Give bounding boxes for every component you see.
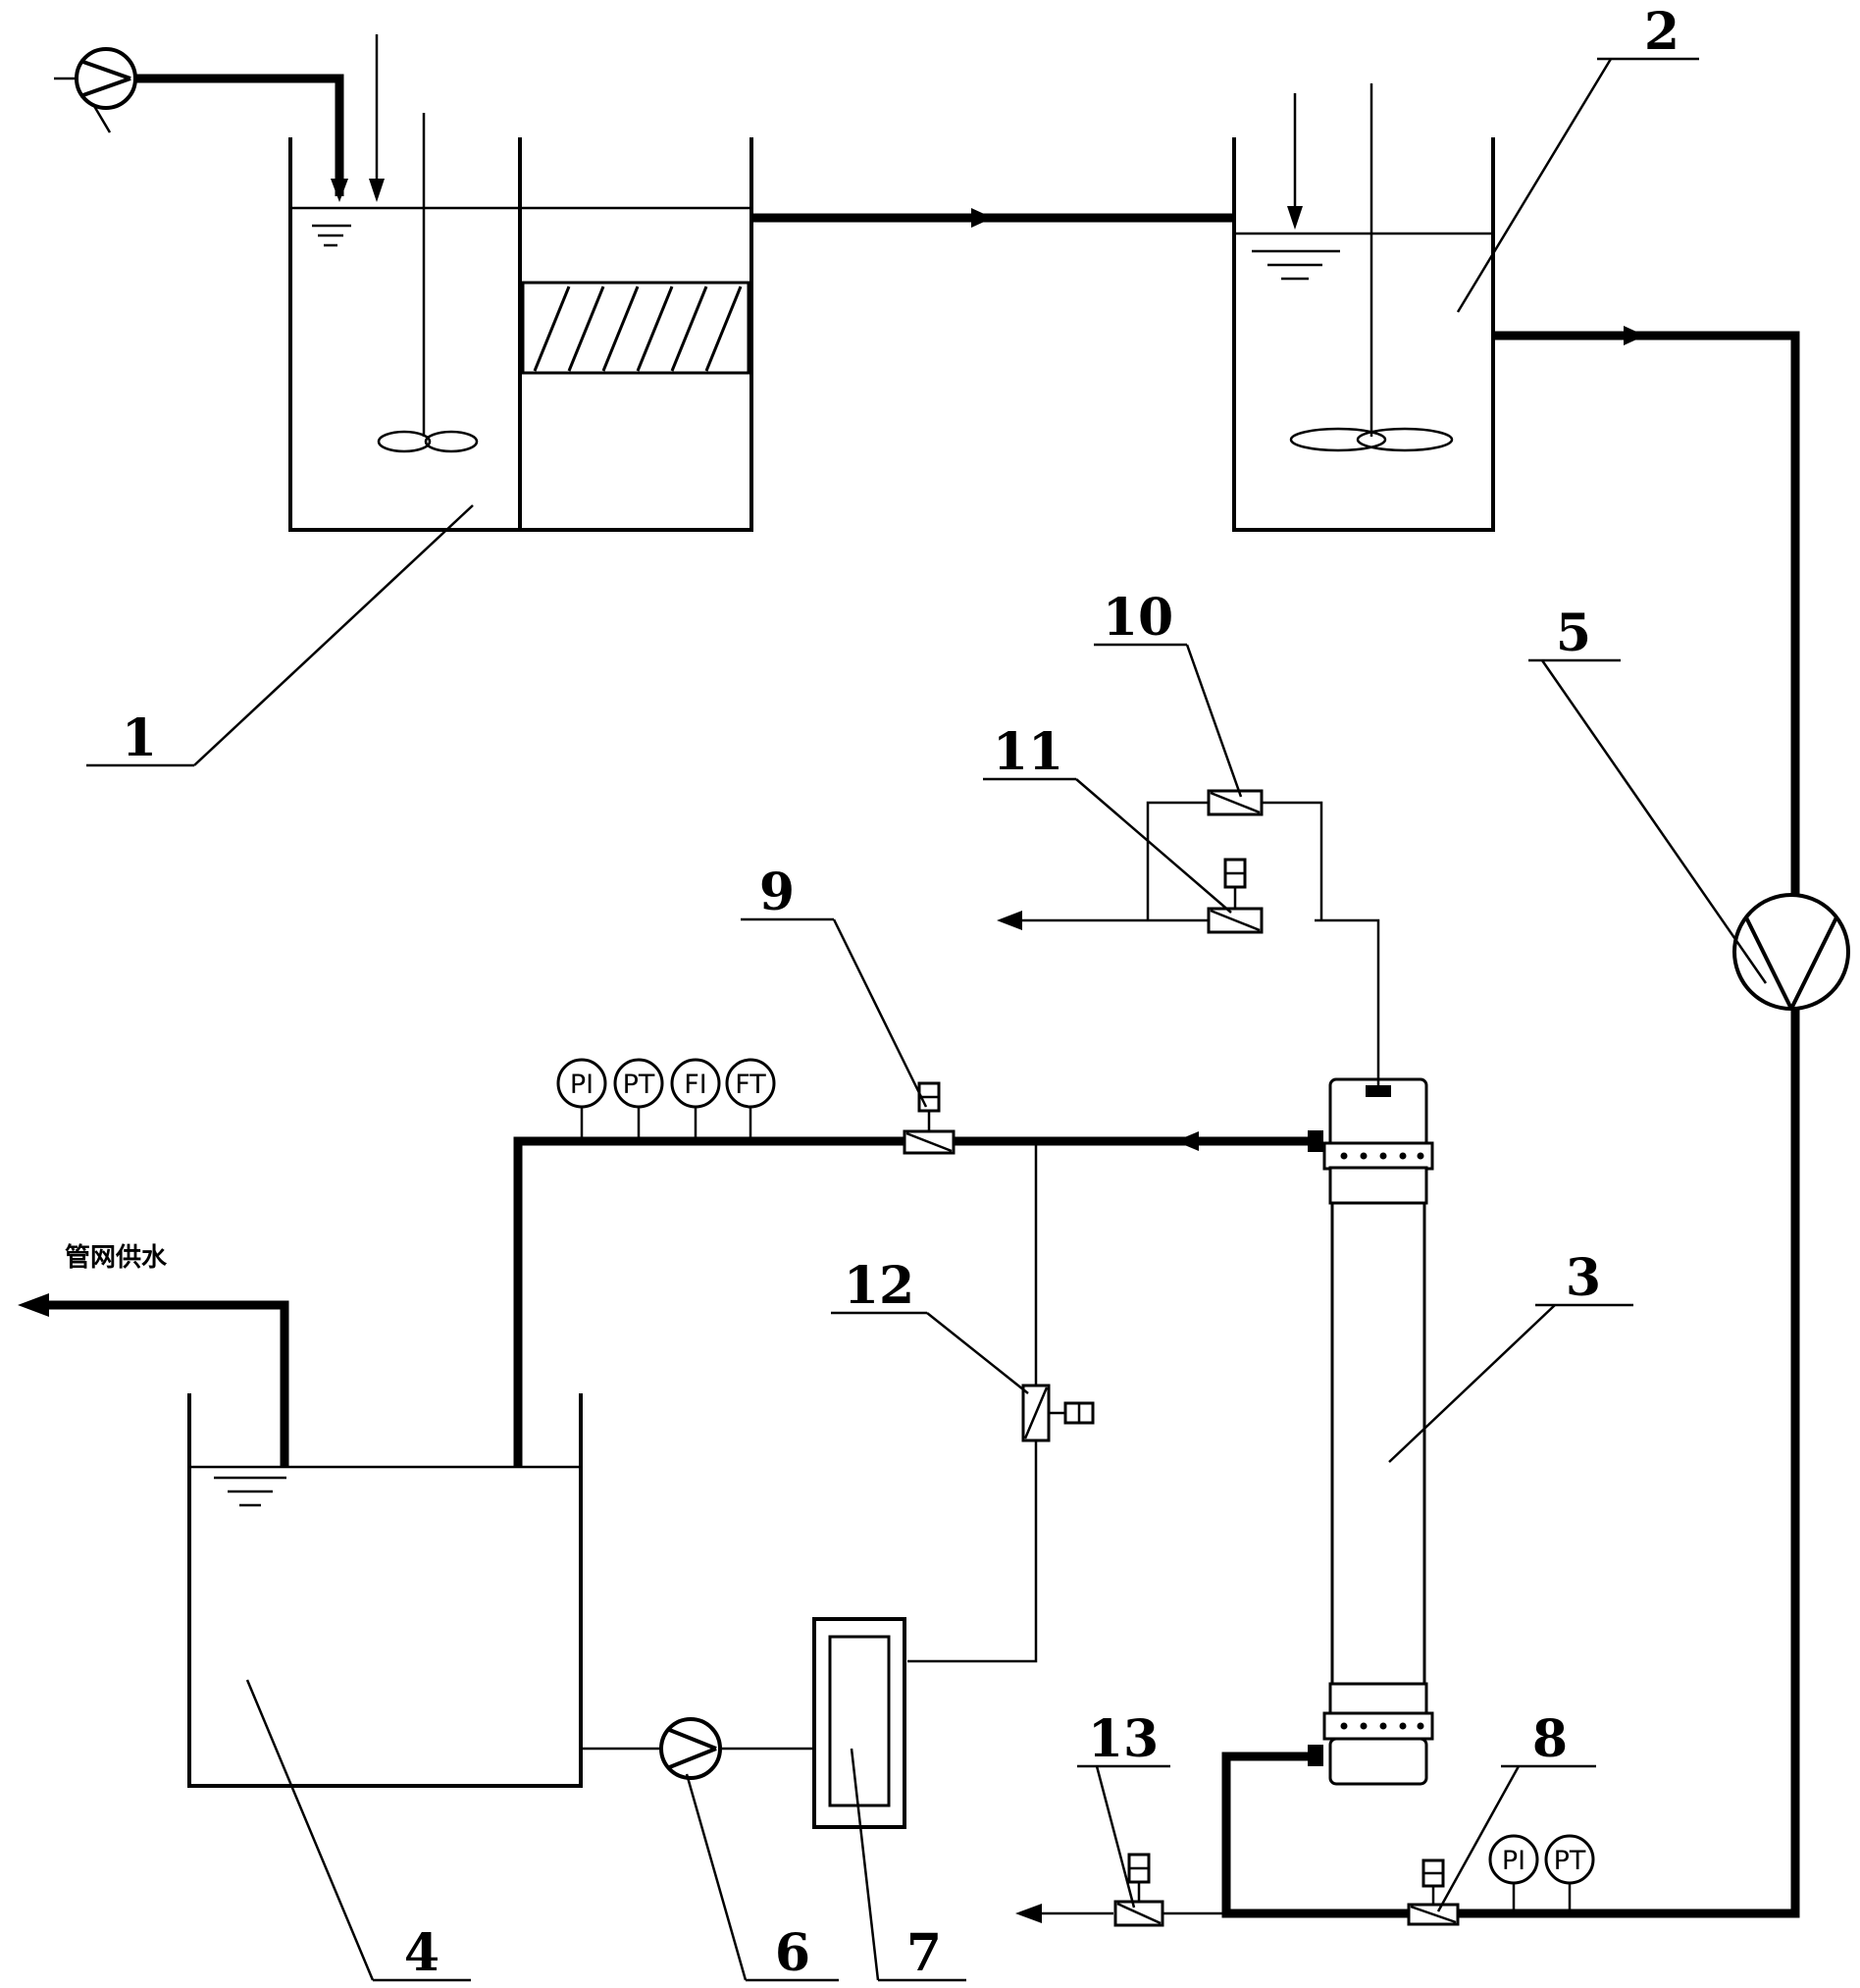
label-9: 9 (741, 863, 928, 1108)
tank-2 (1232, 83, 1495, 532)
valve-11 (1207, 858, 1264, 934)
label-8: 8 (1436, 1709, 1596, 1912)
filter-media-block (521, 281, 750, 375)
label-11: 11 (983, 722, 1232, 914)
svg-text:PT: PT (623, 1070, 655, 1100)
instrument-fi-top: FI (670, 1058, 721, 1141)
agitator-blade-right (424, 430, 479, 453)
water-level-symbol (1252, 249, 1340, 281)
label-1-text: 1 (122, 708, 157, 768)
valve-9 (903, 1081, 956, 1155)
instrument-ft-top: FT (725, 1058, 776, 1141)
label-1: 1 (86, 504, 474, 768)
label-11-text: 11 (993, 722, 1063, 782)
pump-6 (659, 1717, 722, 1780)
instrument-pi-bottom: PI (1488, 1834, 1539, 1913)
svg-text:PI: PI (1502, 1846, 1525, 1876)
label-2: 2 (1456, 2, 1699, 313)
label-3-text: 3 (1566, 1248, 1601, 1308)
outlet-label: 管网供水 (65, 1243, 168, 1273)
valve-12 (1021, 1384, 1095, 1442)
label-5-text: 5 (1556, 603, 1591, 663)
agitator-blade-right (1356, 427, 1454, 452)
label-4-text: 4 (404, 1923, 439, 1983)
svg-text:PI: PI (570, 1070, 594, 1100)
svg-text:FT: FT (735, 1070, 766, 1100)
water-level-symbol (214, 1476, 286, 1507)
svg-text:PT: PT (1554, 1846, 1586, 1876)
label-8-text: 8 (1532, 1709, 1568, 1769)
label-12-text: 12 (844, 1256, 914, 1316)
label-3: 3 (1388, 1248, 1633, 1463)
label-10-text: 10 (1103, 588, 1173, 648)
label-7: 7 (850, 1748, 966, 1983)
membrane-module-3 (1308, 1077, 1434, 1786)
feed-pump-5 (1732, 893, 1850, 1011)
valve-13 (1113, 1853, 1164, 1927)
label-6: 6 (685, 1773, 839, 1983)
label-6-text: 6 (775, 1923, 810, 1983)
agitator-blade-left (1289, 427, 1387, 452)
label-10: 10 (1094, 588, 1243, 798)
instrument-pi-top: PI (556, 1058, 607, 1141)
water-level-symbol (312, 224, 351, 247)
tank-1 (288, 113, 753, 532)
label-13-text: 13 (1088, 1709, 1159, 1769)
instrument-pt-top: PT (613, 1058, 664, 1141)
svg-text:FI: FI (684, 1070, 707, 1100)
product-tank-4 (187, 1393, 583, 1788)
label-4: 4 (245, 1679, 471, 1983)
label-9-text: 9 (759, 863, 795, 922)
label-2-text: 2 (1644, 2, 1679, 62)
label-7-text: 7 (906, 1923, 942, 1983)
instrument-pt-bottom: PT (1544, 1834, 1595, 1913)
valve-8 (1407, 1858, 1460, 1926)
agitator-blade-left (377, 430, 432, 453)
label-12: 12 (831, 1256, 1029, 1394)
label-13: 13 (1077, 1709, 1170, 1909)
valve-10 (1207, 789, 1264, 816)
label-5: 5 (1528, 603, 1768, 984)
dosing-unit-7 (812, 1617, 906, 1829)
inlet-pump (54, 47, 137, 133)
